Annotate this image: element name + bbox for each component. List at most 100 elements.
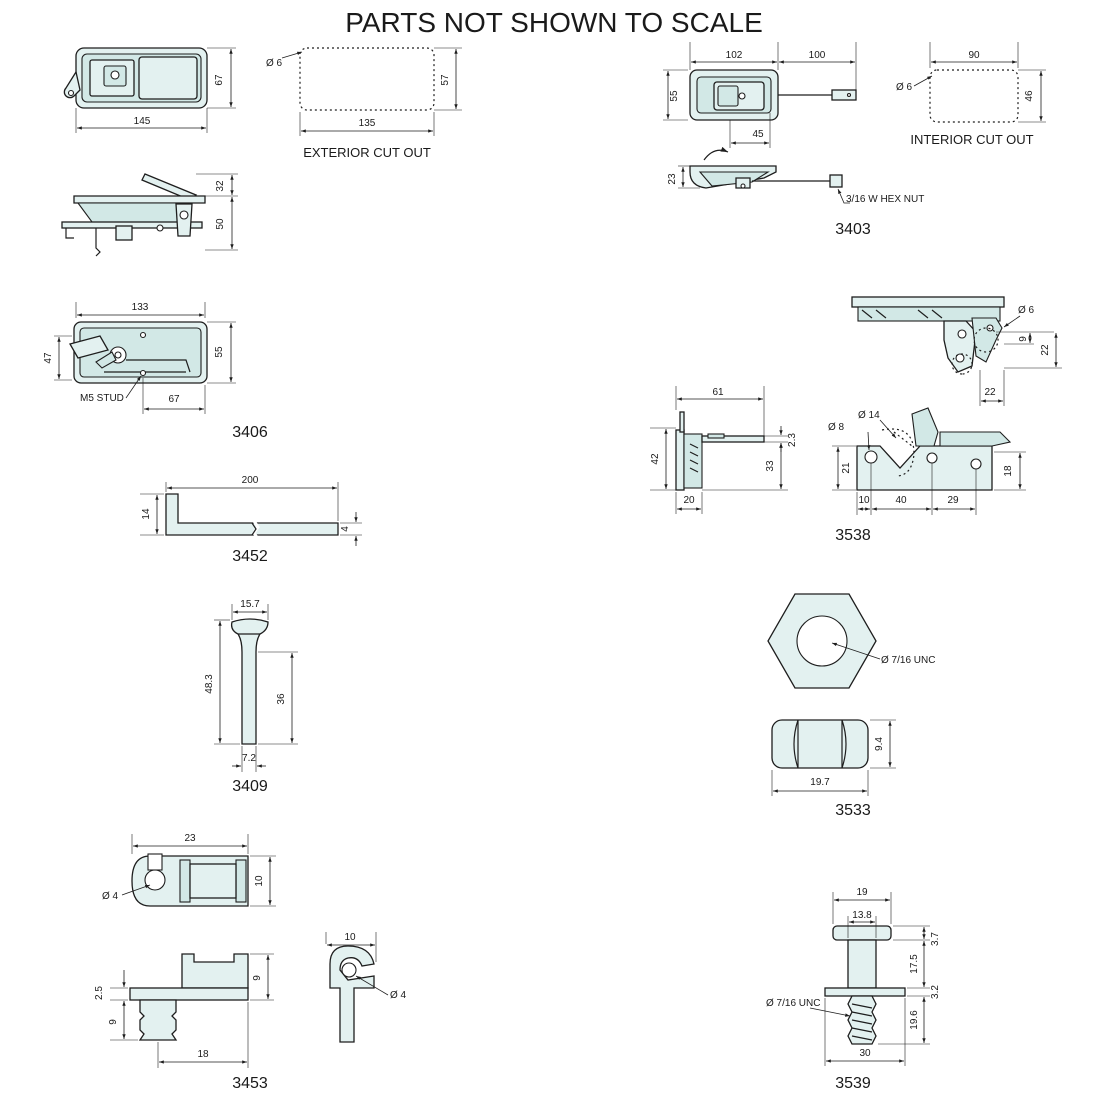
dim-3452-length-200: 200: [242, 475, 259, 486]
part-code-3452: 3452: [232, 548, 268, 565]
part-3403-top-view: [689, 69, 857, 121]
part-3406-side-view: [61, 173, 206, 257]
dim-3406-stud-offset-67: 67: [168, 394, 180, 405]
dim-3538-height-21: 21: [841, 462, 852, 474]
dim-3403-depth-23: 23: [667, 173, 678, 185]
dim-3406-width-145: 145: [134, 116, 151, 127]
dim-3406-lever-height-32: 32: [215, 180, 226, 192]
dim-3539-head-height-3-7: 3.7: [930, 932, 941, 946]
dim-3403-offset-45: 45: [752, 129, 764, 140]
dim-3403-cutout-height-46: 46: [1024, 90, 1035, 102]
dim-3409-head-15-7: 15.7: [240, 599, 260, 610]
part-code-3406: 3406: [232, 424, 268, 441]
part-3538-front-view: [856, 407, 1012, 491]
dim-3538-width-10: 10: [858, 495, 870, 506]
dim-3453-width-23: 23: [184, 833, 196, 844]
dim-3453-flange-2-5: 2.5: [94, 986, 105, 1000]
dim-3406-back-height-47: 47: [43, 352, 54, 364]
dim-3538-hole-dia-6: Ø 6: [1018, 305, 1035, 316]
dim-3453-hole-dia-4-end: Ø 4: [390, 990, 407, 1001]
dim-3406-back-width-133: 133: [132, 302, 149, 313]
part-code-3409: 3409: [232, 778, 268, 795]
dim-3539-shank-17-5: 17.5: [909, 954, 920, 974]
part-3453: 23 Ø 4 10 10 Ø 4 9 2.5 9: [94, 833, 407, 1092]
part-3453-top-view: [131, 853, 249, 907]
dim-3406-cutout-height-57: 57: [440, 74, 451, 86]
part-3453-side-view: [129, 953, 249, 1041]
dim-3538-hole-dia-14: Ø 14: [858, 410, 880, 421]
part-3533-hex-nut-face: [767, 593, 877, 689]
part-3533-hex-nut-side: [771, 719, 869, 769]
part-3452: 200 14 4 3452: [140, 475, 362, 565]
dim-3406-cutout-hole-dia-6: Ø 6: [266, 58, 283, 69]
dim-3403-cutout-hole-dia-6: Ø 6: [896, 82, 913, 93]
dim-3538-hole-dia-8: Ø 8: [828, 422, 845, 433]
part-3406-back-view: [69, 321, 208, 384]
dim-3538-drop-22: 22: [1040, 344, 1051, 356]
dim-3538-length-61: 61: [712, 387, 724, 398]
part-3409: 15.7 48.3 36 7.2 3409: [204, 599, 298, 795]
dim-3403-height-55: 55: [669, 90, 680, 102]
dim-3409-shank-dia-7-2: 7.2: [242, 753, 256, 764]
dim-3453-hole-dia-4-top: Ø 4: [102, 891, 119, 902]
part-3406: 145 67 Ø 6 135 57 EXTERIOR CUT OUT: [43, 47, 462, 441]
dim-3452-height-14: 14: [141, 508, 152, 520]
part-3403: 102 100 55 45 90 Ø 6 46 INTERIOR CUT OUT: [663, 42, 1046, 238]
part-3406-exterior-cut-out: [299, 47, 435, 111]
dim-3539-head-19: 19: [856, 887, 868, 898]
part-3539: 19 13.8 3.7 17.5 3.2 19.6 Ø 7/16 UNC 30 …: [766, 887, 941, 1092]
dim-3453-offset-18: 18: [197, 1049, 209, 1060]
label-3-16-w-hex-nut: 3/16 W HEX NUT: [846, 194, 924, 205]
part-code-3538: 3538: [835, 527, 871, 544]
sheet-title: PARTS NOT SHOWN TO SCALE: [345, 7, 763, 38]
dim-3538-plate-2-3: 2.3: [787, 433, 798, 447]
dim-3406-cutout-width-135: 135: [359, 118, 376, 129]
dim-3538-height-33: 33: [765, 460, 776, 472]
dim-3406-back-height-55: 55: [214, 346, 225, 358]
part-3452-bent-rod: [165, 493, 339, 540]
dim-3453-end-width-10: 10: [344, 932, 356, 943]
dim-3533-height-9-4: 9.4: [874, 737, 885, 751]
dim-3539-thread-19-6: 19.6: [909, 1010, 920, 1030]
part-3538-top-view: [851, 296, 1005, 375]
part-3538: Ø 6 9 22 22 61 42 2.3: [650, 296, 1062, 544]
part-3453-end-view: [329, 945, 375, 1043]
dim-3538-width-22: 22: [984, 387, 996, 398]
part-code-3533: 3533: [835, 802, 871, 819]
part-3403-interior-cut-out: [929, 69, 1019, 123]
dim-3403-wire-100: 100: [809, 50, 826, 61]
dim-3538-height-18: 18: [1003, 465, 1014, 477]
dim-3409-length-48-3: 48.3: [204, 674, 215, 694]
part-code-3403: 3403: [835, 221, 871, 238]
part-3538-end-view: [675, 411, 765, 491]
dim-3406-height-67: 67: [214, 74, 225, 86]
dim-3539-collar-13-8: 13.8: [852, 910, 872, 921]
dim-3452-thickness-4: 4: [340, 526, 351, 532]
dim-3533-width-19-7: 19.7: [810, 777, 830, 788]
label-m5-stud: M5 STUD: [80, 393, 124, 404]
dim-3539-thread: Ø 7/16 UNC: [766, 998, 820, 1009]
part-code-3453: 3453: [232, 1075, 268, 1092]
dim-3453-height-10: 10: [254, 875, 265, 887]
part-3409-pin: [230, 618, 269, 745]
part-3406-top-view: [63, 47, 208, 109]
dim-3406-depth-50: 50: [215, 218, 226, 230]
dim-3538-width-29: 29: [947, 495, 959, 506]
dim-3539-flange-3-2: 3.2: [930, 985, 941, 999]
dim-3538-offset-9: 9: [1018, 336, 1029, 342]
part-code-3539: 3539: [835, 1075, 871, 1092]
dim-3538-height-42: 42: [650, 453, 661, 465]
dim-3403-cutout-width-90: 90: [968, 50, 980, 61]
label-exterior-cut-out: EXTERIOR CUT OUT: [303, 145, 431, 160]
part-3533: Ø 7/16 UNC 9.4 19.7 3533: [767, 593, 935, 819]
dim-3409-shank-36: 36: [276, 693, 287, 705]
dim-3538-width-40: 40: [895, 495, 907, 506]
dim-3539-flange-30: 30: [859, 1048, 871, 1059]
dim-3538-width-20: 20: [683, 495, 695, 506]
part-3539-stud: [824, 925, 906, 1045]
dim-3453-body-height-9: 9: [252, 975, 263, 981]
dim-3533-thread: Ø 7/16 UNC: [881, 655, 935, 666]
part-3403-side-view: [689, 146, 843, 189]
dim-3453-spigot-height-9: 9: [108, 1019, 119, 1025]
